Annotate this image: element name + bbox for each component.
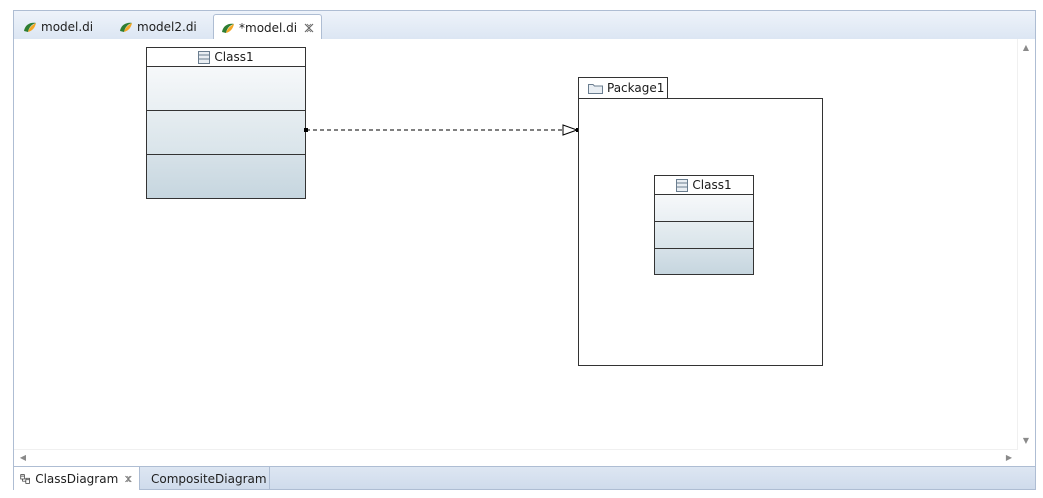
class-icon [676, 178, 689, 192]
diagram-tab-bar: ClassDiagram CompositeDiagram [13, 466, 1036, 490]
tab-label: CompositeDiagram [151, 471, 267, 486]
close-icon[interactable] [303, 22, 315, 34]
vertical-scrollbar[interactable]: ▲ ▼ [1017, 39, 1035, 450]
class-node-class1[interactable]: Class1 [146, 47, 306, 199]
package-node-package1[interactable]: Class1 [578, 98, 823, 366]
editor-tab-bar: model.di model2.di *model.di [13, 10, 1036, 40]
editor-tab-model[interactable]: model.di [16, 14, 99, 39]
class-node-inner-class1[interactable]: Class1 [654, 175, 754, 275]
nested-classifiers-compartment[interactable] [655, 249, 753, 274]
operations-compartment[interactable] [655, 222, 753, 249]
class-header: Class1 [655, 176, 753, 195]
package-tab[interactable]: Package1 [578, 77, 668, 98]
papyrus-model-icon [222, 23, 234, 33]
package-folder-icon [588, 83, 603, 94]
operations-compartment[interactable] [147, 111, 305, 155]
editor-tab-label: *model.di [239, 20, 298, 35]
tab-label: ClassDiagram [35, 471, 119, 486]
class-name: Class1 [692, 178, 732, 192]
package-name: Package1 [607, 81, 665, 95]
scroll-up-icon[interactable]: ▲ [1022, 43, 1030, 52]
tab-class-diagram[interactable]: ClassDiagram [14, 467, 140, 490]
scroll-right-icon[interactable]: ▶ [1005, 453, 1013, 462]
connector-layer [304, 124, 580, 136]
editor-tab-label: model.di [41, 19, 94, 34]
nested-classifiers-compartment[interactable] [147, 155, 305, 198]
connector-anchor-source[interactable] [304, 128, 308, 132]
scroll-down-icon[interactable]: ▼ [1022, 436, 1030, 445]
class-icon [198, 50, 211, 64]
tab-composite-diagram[interactable]: CompositeDiagram [140, 467, 270, 490]
class-header: Class1 [147, 48, 305, 67]
attributes-compartment[interactable] [655, 195, 753, 222]
papyrus-model-icon [120, 22, 132, 32]
close-icon[interactable] [124, 473, 133, 485]
arrow-head [562, 124, 579, 136]
editor-tab-model2[interactable]: model2.di [112, 14, 203, 39]
attributes-compartment[interactable] [147, 67, 305, 111]
horizontal-scrollbar[interactable]: ◀ ▶ [14, 449, 1018, 466]
class-diagram-icon [20, 473, 30, 484]
editor-tab-model-dirty[interactable]: *model.di [213, 14, 323, 40]
class-name: Class1 [214, 50, 254, 64]
scroll-left-icon[interactable]: ◀ [19, 453, 27, 462]
diagram-canvas[interactable]: Class1 Package1 [13, 39, 1036, 466]
papyrus-model-icon [24, 22, 36, 32]
editor-tab-label: model2.di [137, 19, 197, 34]
